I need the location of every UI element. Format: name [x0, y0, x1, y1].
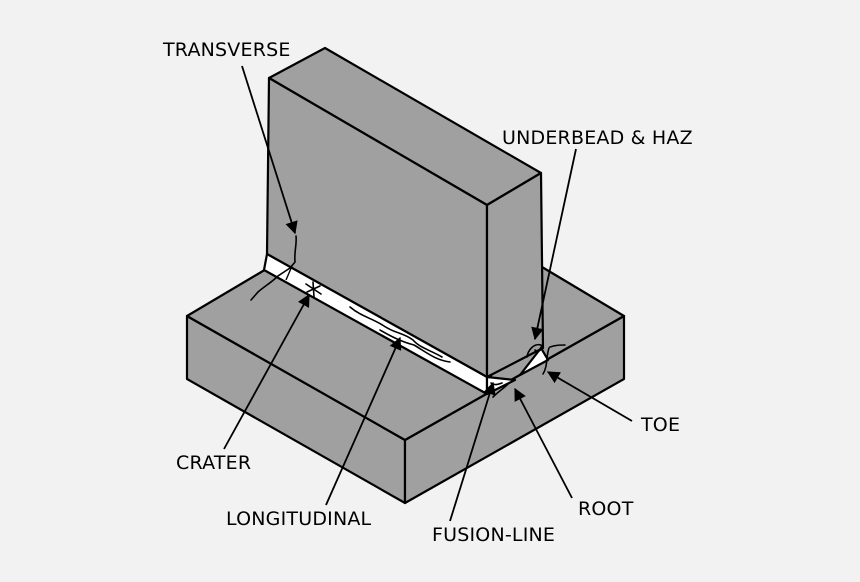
- underbead-haz-label: UNDERBEAD & HAZ: [502, 127, 693, 149]
- cracks: [250, 235, 566, 398]
- leader-lines: [223, 65, 633, 522]
- crater-crack: [305, 281, 322, 298]
- labels: TRANSVERSE UNDERBEAD & HAZ CRATER LONGIT…: [162, 39, 693, 546]
- underbead-crack: [526, 343, 543, 358]
- underbead-haz-leader: [531, 148, 577, 341]
- crater-leader: [223, 293, 310, 450]
- root-label: ROOT: [578, 498, 634, 520]
- root-leader: [514, 387, 573, 499]
- weld-bead-toe-side: [518, 346, 550, 377]
- fusion-line-crack: [492, 383, 509, 398]
- toe-label: TOE: [640, 414, 680, 436]
- longitudinal-crack-2: [379, 329, 451, 363]
- vertical-plate: [265, 46, 545, 379]
- longitudinal-label: LONGITUDINAL: [226, 508, 372, 530]
- weld-crack-step: [285, 265, 293, 281]
- longitudinal-crack-1: [349, 306, 443, 358]
- crater-label: CRATER: [176, 452, 251, 474]
- fusion-line-leader: [449, 381, 496, 522]
- vertical-plate-side-face: [485, 171, 545, 379]
- toe-leader: [546, 371, 633, 422]
- fusion-line-label: FUSION-LINE: [432, 524, 555, 546]
- transverse-crack-lower: [250, 267, 291, 301]
- transverse-crack-upper: [289, 235, 298, 269]
- toe-crack: [542, 344, 566, 375]
- transverse-leader: [241, 65, 298, 235]
- transverse-label: TRANSVERSE: [162, 39, 291, 61]
- longitudinal-leader: [325, 336, 402, 506]
